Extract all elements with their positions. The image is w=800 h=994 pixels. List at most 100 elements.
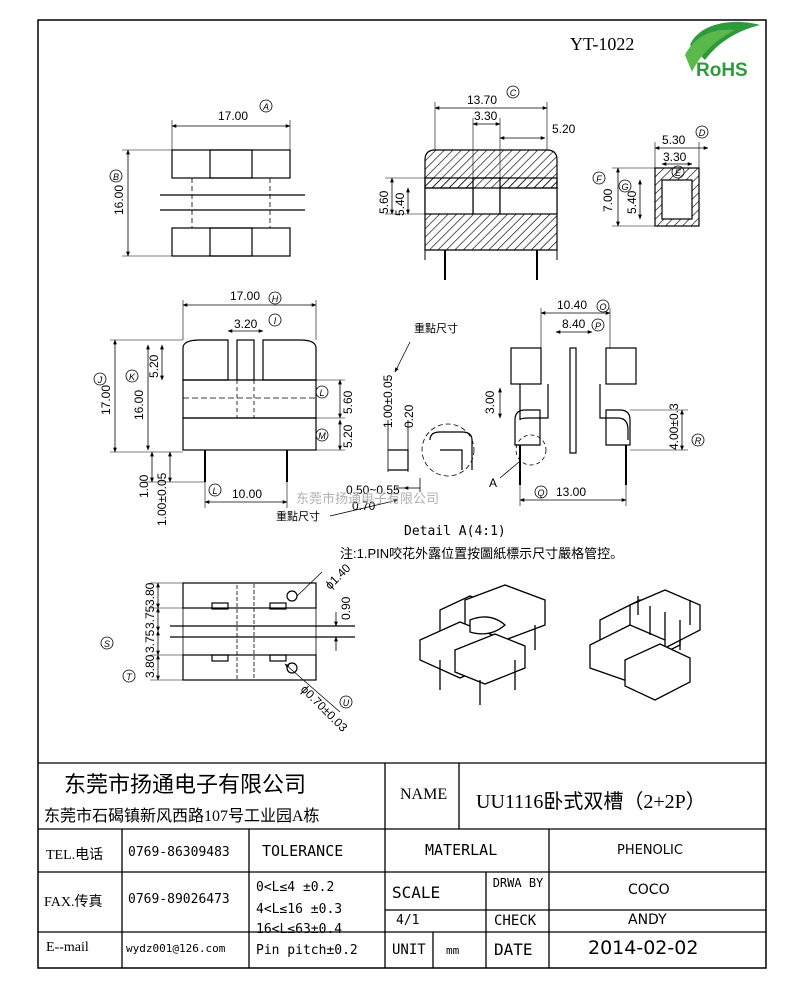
end-inner-tag: P [595, 321, 601, 331]
end-height-tag-circle [691, 433, 705, 447]
part-name: UU1116卧式双槽（2+2P） [476, 791, 706, 813]
tolerance-range-3: 16<L≤63±0.4 [256, 922, 343, 937]
side-base-tag-circle [315, 428, 329, 442]
front-inner-dim: 3.30 [474, 109, 498, 123]
end-base-tag-circle [534, 485, 548, 499]
section-outer-tag: D [699, 128, 706, 138]
detail-marker: A [489, 476, 497, 490]
side-width-tag-circle [268, 291, 282, 305]
email-label: E--mail [46, 940, 89, 955]
manufacturing-note: 注:1.PIN咬花外露位置按圖紙標示尺寸嚴格管控。 [340, 546, 623, 561]
watermark: 东莞市扬通电子有限公司 [296, 491, 439, 506]
end-base-dim: 13.00 [556, 485, 586, 499]
sheet-border [37, 19, 767, 969]
bottom-pin-dia-tag-circle [339, 695, 353, 709]
front-h2-dim: 5.40 [393, 192, 407, 216]
drawn-by-label: DRWA BY [492, 876, 544, 890]
detail-note-top: 重點尺寸 [414, 321, 458, 335]
tolerance-range-2: 4<L≤16 ±0.3 [256, 902, 343, 917]
side-height-tag-circle [93, 372, 107, 386]
end-inner-dim: 8.40 [562, 317, 586, 331]
unit-value: mm [446, 944, 460, 957]
bottom-r1-dim: 3.80 [143, 582, 157, 606]
unit-label: UNIT [392, 942, 426, 958]
side-core-tag: L [319, 388, 324, 398]
bottom-bottom-tag: T [126, 672, 133, 682]
section-inner-tag-circle [671, 165, 685, 179]
side-core-dim: 5.60 [341, 390, 355, 414]
side-body-dim: 16.00 [132, 390, 146, 420]
title-block-grid [38, 762, 766, 968]
front-width-tag-circle [506, 85, 520, 99]
side-core-tag-circle [315, 385, 329, 399]
side-slot-dim: 3.20 [234, 317, 258, 331]
end-height-dim: 4.00±0.3 [667, 403, 681, 450]
side-base-dim: 5.20 [341, 424, 355, 448]
detail-pin-w-dim: 0.70 [352, 499, 376, 513]
part-number: YT-1022 [570, 34, 634, 54]
end-outer-dim: 10.40 [557, 298, 587, 312]
bottom-left-tag: S [104, 639, 110, 649]
front-offset-dim: 5.20 [552, 122, 576, 136]
bottom-pin-dim: 0.90 [339, 596, 353, 620]
side-slot-tag: I [274, 316, 277, 326]
top-width-tag-circle [259, 99, 273, 113]
bottom-r4-dim: 3.80 [143, 654, 157, 678]
scale-value: 4/1 [396, 913, 420, 928]
bottom-pin-dia-tag: U [343, 698, 350, 708]
fax-label: FAX.传真 [44, 895, 103, 910]
tel-label: TEL.电话 [46, 848, 104, 863]
section-inner-dim: 3.30 [663, 150, 687, 164]
end-base-tag: Q [537, 488, 544, 498]
side-pitch-tag: L [212, 486, 217, 496]
end-height-tag: R [695, 436, 702, 446]
view-top [122, 120, 305, 257]
section-outer-tag-circle [695, 125, 709, 139]
bottom-r2-dim: 3.75 [143, 605, 157, 629]
section-h-inner-dim: 5.40 [625, 190, 639, 214]
date-value: 2014-02-02 [588, 937, 699, 959]
bottom-r3-dim: 3.75 [143, 629, 157, 653]
view-section [612, 142, 709, 227]
check-value: ANDY [628, 912, 667, 928]
bottom-bottom-tag-circle [122, 669, 136, 683]
side-pin-tol-dim: 1.00±0.05 [155, 472, 169, 526]
top-width-dim: 17.00 [218, 109, 248, 123]
company-name: 东莞市扬通电子有限公司 [64, 772, 307, 797]
detail-v2-dim: 0.20 [402, 404, 416, 428]
detail-v1-dim: 1.00±0.05 [381, 374, 395, 428]
tolerance-pin-pitch: Pin pitch±0.2 [256, 943, 358, 958]
section-h-outer-dim: 7.00 [601, 188, 615, 212]
view-side [110, 300, 345, 508]
name-label: NAME [400, 786, 448, 803]
material-value: PHENOLIC [617, 843, 683, 858]
fax-value: 0769-89026473 [128, 892, 230, 907]
tolerance-range-1: 0<L≤4 ±0.2 [256, 880, 335, 895]
detail-caption: Detail A(4:1) [404, 524, 506, 539]
side-flange-dim: 5.20 [147, 354, 161, 378]
svg-text:RoHS: RoHS [696, 60, 748, 81]
side-height-dim: 17.00 [99, 385, 113, 415]
side-width-tag: H [272, 294, 279, 304]
bottom-pin-dia-dim: ϕ0.70±0.03 [298, 682, 351, 735]
date-label: DATE [494, 940, 533, 959]
top-width-tag: A [262, 102, 269, 112]
side-slot-tag-circle [268, 313, 282, 327]
bottom-left-tag-circle [100, 636, 114, 650]
check-label: CHECK [494, 913, 537, 929]
end-outer-tag: O [599, 302, 606, 312]
section-inner-tag: E [675, 168, 682, 178]
top-height-tag: B [113, 172, 119, 182]
section-h-inner-tag: G [621, 182, 628, 192]
front-h1-dim: 5.60 [377, 190, 391, 214]
end-lead-dim: 3.00 [483, 390, 497, 414]
bottom-hole-dim: ϕ1.40 [322, 561, 353, 592]
side-body-tag-circle [125, 369, 139, 383]
isometric-view-front [419, 584, 546, 705]
isometric-view-back [589, 589, 701, 701]
side-width-dim: 17.00 [230, 289, 260, 303]
side-height-tag: J [97, 375, 103, 385]
drawn-by-value: COCO [628, 882, 670, 898]
